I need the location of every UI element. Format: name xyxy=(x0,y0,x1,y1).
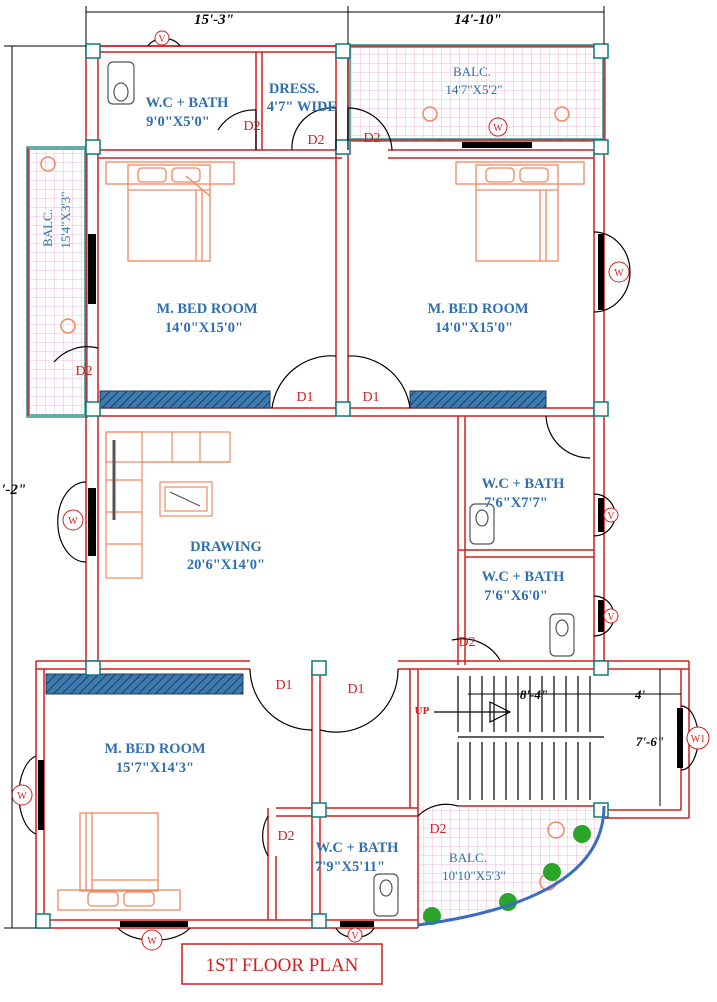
sofa-set xyxy=(105,431,231,579)
window-label-w1: W1 xyxy=(686,726,710,750)
room-name-wc-bath-1: W.C + BATH xyxy=(146,95,230,111)
window-label-v-right2: V xyxy=(603,608,619,624)
room-name-bed-2: M. BED ROOM xyxy=(427,301,528,317)
room-size-dress: 4'7" WIDE xyxy=(267,99,337,115)
window-label-w-lower-left: W xyxy=(11,784,33,806)
svg-text:W1: W1 xyxy=(691,734,705,745)
dim-top-left: 15'-3" xyxy=(194,12,234,28)
dim-stair-depth: 7'-6" xyxy=(636,734,664,749)
door-label-d1-hall: D1 xyxy=(347,682,364,697)
room-size-bed-2: 14'0"X15'0" xyxy=(435,320,513,336)
room-size-wc-bath-3: 7'6"X6'0" xyxy=(484,588,548,604)
window-frames xyxy=(38,142,683,927)
dim-left-total: 1'-2" xyxy=(0,482,26,498)
plan-title: 1ST FLOOR PLAN xyxy=(206,955,359,976)
svg-text:W: W xyxy=(68,516,78,527)
balcony-name-top: BALC. xyxy=(453,64,491,79)
columns xyxy=(35,43,609,929)
balcony-chairs xyxy=(40,106,570,891)
door-label-d2-lower-wc: D2 xyxy=(277,829,294,844)
svg-text:W: W xyxy=(493,123,503,134)
door-label-d1-right: D1 xyxy=(362,390,379,405)
balcony-size-top: 14'7"X5'2" xyxy=(445,82,502,97)
svg-text:W: W xyxy=(17,791,27,802)
door-label-d1-left: D1 xyxy=(296,390,313,405)
stair-up-label: UP xyxy=(415,705,430,717)
room-name-bed-3: M. BED ROOM xyxy=(104,741,205,757)
room-name-dress: DRESS. xyxy=(269,81,319,97)
room-size-bed-3: 15'7"X14'3" xyxy=(116,760,194,776)
door-label-d2-lower-balc: D2 xyxy=(429,822,446,837)
window-label-w-top: W xyxy=(488,117,508,137)
title-box xyxy=(181,943,383,985)
window-label-v-top: V xyxy=(154,30,170,46)
lintels xyxy=(45,390,547,695)
bed-top-left xyxy=(105,161,235,262)
toilet-fixtures xyxy=(107,61,575,917)
door-label-d1-bed: D1 xyxy=(275,678,292,693)
svg-text:W: W xyxy=(147,936,157,947)
room-name-bed-1: M. BED ROOM xyxy=(156,301,257,317)
window-label-v-bottom: V xyxy=(347,927,363,943)
balcony-size-bottom: 10'10"X5'3" xyxy=(442,868,506,883)
door-label-d2-bath: D2 xyxy=(458,635,475,650)
balcony-name-left: BALC. xyxy=(40,209,55,247)
door-label-d2-dress: D2 xyxy=(307,133,324,148)
bed-top-right xyxy=(455,161,585,262)
dim-stair-landing: 4' xyxy=(634,687,646,702)
dimension-lines xyxy=(4,6,681,929)
balcony-curve xyxy=(417,805,606,927)
staircase xyxy=(434,676,604,800)
bed-bottom xyxy=(57,812,181,911)
door-arcs xyxy=(53,107,591,857)
room-size-wc-bath-2: 7'6"X7'7" xyxy=(484,495,548,511)
svg-text:V: V xyxy=(351,931,359,942)
svg-text:V: V xyxy=(158,34,166,45)
room-name-wc-bath-4: W.C + BATH xyxy=(316,840,400,856)
window-label-v-right1: V xyxy=(603,507,619,523)
balcony-floors xyxy=(26,44,606,925)
room-size-wc-bath-1: 9'0"X5'0" xyxy=(146,114,210,130)
room-name-wc-bath-3: W.C + BATH xyxy=(482,569,566,585)
room-size-drawing: 20'6"X14'0" xyxy=(187,557,265,573)
door-label-d2-balc: D2 xyxy=(363,131,380,146)
room-name-wc-bath-2: W.C + BATH xyxy=(482,476,566,492)
svg-text:W: W xyxy=(614,268,624,279)
window-label-w-right: W xyxy=(608,261,630,283)
door-label-d2-left-balc: D2 xyxy=(75,364,92,379)
dim-stair-width: 8'-4" xyxy=(520,687,548,702)
svg-text:V: V xyxy=(607,612,615,623)
room-size-wc-bath-4: 7'9"X5'11" xyxy=(315,859,385,875)
room-size-bed-1: 14'0"X15'0" xyxy=(165,320,243,336)
dim-top-right: 14'-10" xyxy=(454,12,502,28)
window-label-w-left: W xyxy=(62,509,84,531)
balcony-size-left: 15'4"X3'3" xyxy=(58,191,73,248)
window-label-w-bottom: W xyxy=(141,929,163,951)
balcony-name-bottom: BALC. xyxy=(449,850,487,865)
room-name-drawing: DRAWING xyxy=(190,539,262,555)
svg-text:V: V xyxy=(607,511,615,522)
door-label-d2-wc: D2 xyxy=(243,119,260,134)
